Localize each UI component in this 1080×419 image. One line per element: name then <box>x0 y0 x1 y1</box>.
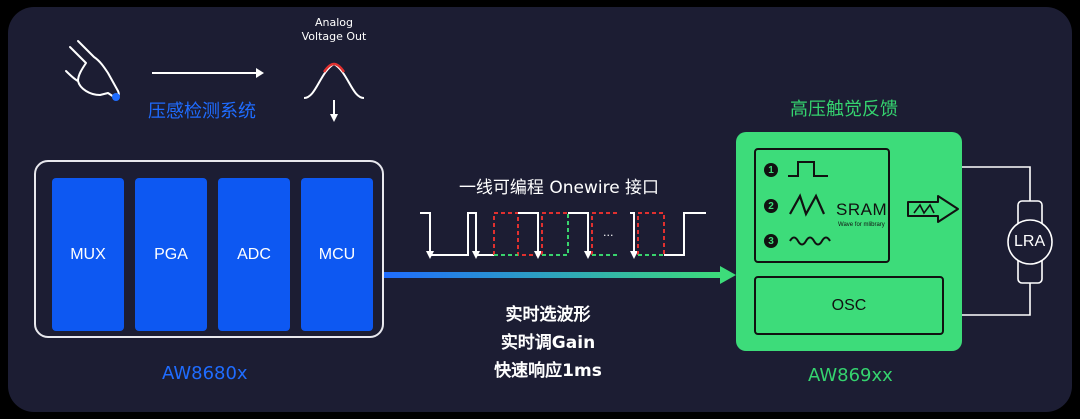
left-chip-name: AW8680x <box>162 363 248 384</box>
diagram-canvas: Analog Voltage Out 压感检测系统 MUX PGA ADC MC… <box>8 7 1072 412</box>
bullet-1: 1 <box>764 163 778 177</box>
feature-item: 快速响应1ms <box>494 361 602 381</box>
aw8680x-chip: MUX PGA ADC MCU <box>34 160 384 338</box>
haptic-feedback-title: 高压触觉反馈 <box>790 99 898 120</box>
feature-item: 实时调Gain <box>500 333 596 353</box>
bullet-3: 3 <box>764 234 778 248</box>
analog-caption-line2: Voltage Out <box>301 30 367 43</box>
output-arrow-icon <box>907 195 959 223</box>
analog-voltage-caption: Analog Voltage Out <box>289 16 379 44</box>
sram-subtitle: Wave for mlibrary <box>838 222 885 228</box>
bullet-2: 2 <box>764 199 778 213</box>
sense-arrow <box>152 68 264 78</box>
square-pulse-icon <box>788 161 828 177</box>
feature-item: 实时选波形 <box>505 305 591 325</box>
feature-list: 实时选波形 实时调Gain 快速响应1ms <box>468 301 628 385</box>
onewire-waveform <box>420 212 706 259</box>
analog-pulse-icon <box>303 62 365 122</box>
waveform-ellipsis: ··· <box>603 229 614 242</box>
sawtooth-wave-icon <box>789 193 826 217</box>
sram-title: SRAM <box>836 200 888 219</box>
sensing-system-label: 压感检测系统 <box>148 101 256 122</box>
osc-block: OSC <box>754 276 944 335</box>
onewire-interface-label: 一线可编程 Onewire 接口 <box>458 178 660 198</box>
waveform-memory-box: 1 2 3 SRAM Wave for mlibrary <box>754 148 890 263</box>
pga-block: PGA <box>135 178 207 331</box>
aw869xx-chip: 1 2 3 SRAM Wave for mlibrary OSC <box>736 132 962 351</box>
mcu-block: MCU <box>301 178 373 331</box>
analog-caption-line1: Analog <box>314 16 353 29</box>
finger-press-icon <box>65 40 120 101</box>
mux-block: MUX <box>52 178 124 331</box>
lra-wiring <box>962 166 1053 316</box>
adc-block: ADC <box>218 178 290 331</box>
sine-wave-icon <box>789 236 831 246</box>
interface-arrow <box>384 266 736 284</box>
right-chip-name: AW869xx <box>808 365 893 386</box>
lra-label: LRA <box>1014 233 1046 250</box>
